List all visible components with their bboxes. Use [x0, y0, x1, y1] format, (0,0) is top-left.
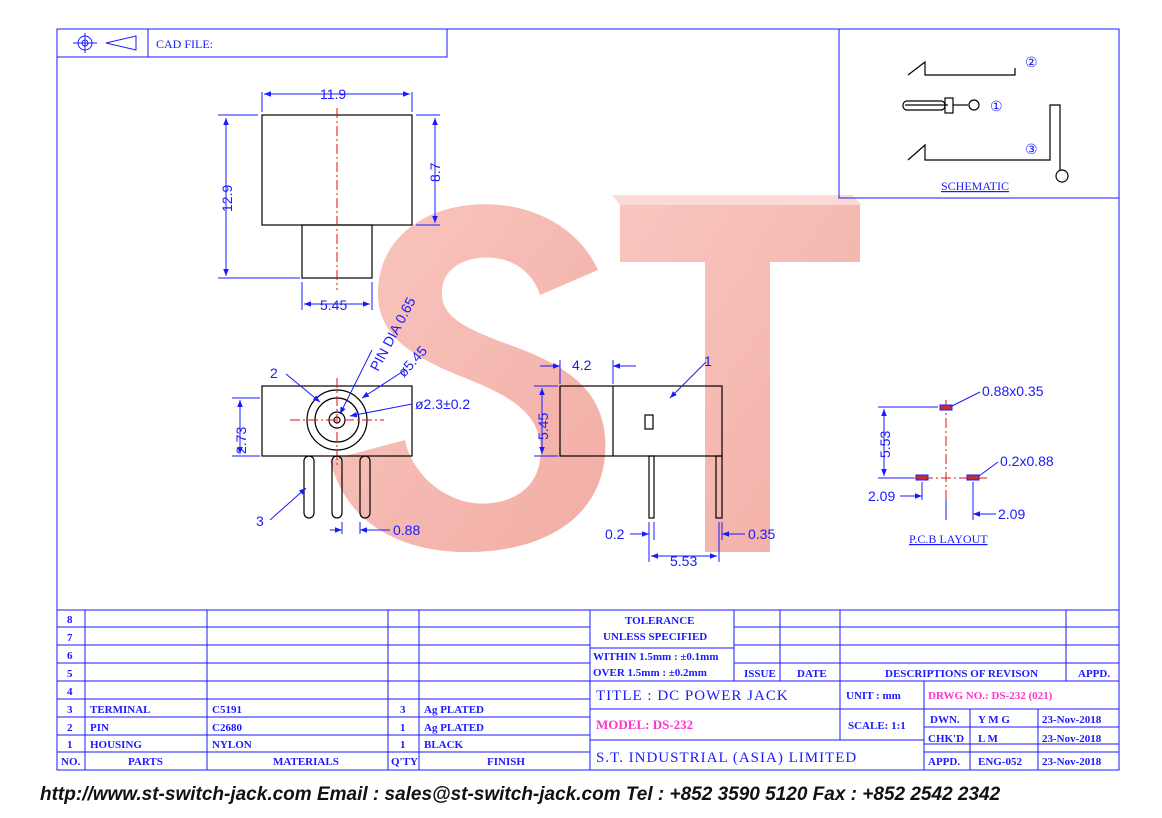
dim-pcb-pad-2: 0.2x0.88 — [1000, 453, 1054, 469]
tolerance-title: TOLERANCE — [625, 615, 694, 627]
cad-file-box: CAD FILE: — [56, 28, 448, 58]
dim-front-height: 2.73 — [233, 427, 249, 454]
chkd-value: L M — [978, 733, 998, 745]
bom-no: 1 — [67, 739, 73, 751]
bom-part: PIN — [90, 722, 109, 734]
callout-3: 3 — [256, 513, 264, 529]
dim-pcb-height: 5.53 — [877, 431, 893, 458]
appd-value: ENG-052 — [978, 756, 1023, 768]
tolerance-unless: UNLESS SPECIFIED — [603, 631, 707, 643]
dim-top-height: 12.9 — [219, 185, 235, 212]
dim-pin-pitch: 0.88 — [393, 522, 420, 538]
contact-footer: http://www.st-switch-jack.com Email : sa… — [40, 784, 1001, 805]
bom-row-number: 5 — [67, 668, 73, 680]
model-label: MODEL: DS-232 — [596, 717, 693, 732]
bom-qty: 1 — [400, 739, 406, 751]
tolerance-over: OVER 1.5mm : ±0.2mm — [593, 667, 707, 679]
dim-side-width: 4.2 — [572, 357, 592, 373]
bom-no: 3 — [67, 704, 73, 716]
appd-label: APPD. — [928, 756, 960, 768]
dim-pcb-pad-1: 0.88x0.35 — [982, 383, 1044, 399]
tolerance-within: WITHIN 1.5mm : ±0.1mm — [593, 651, 719, 663]
chkd-date: 23-Nov-2018 — [1042, 733, 1102, 745]
pcb-layout-label: P.C.B LAYOUT — [909, 532, 988, 546]
schematic-pin-2: ② — [1025, 54, 1038, 70]
tolerance-revision-block: TOLERANCE UNLESS SPECIFIED WITHIN 1.5mm … — [590, 609, 1119, 682]
schematic-box: ② ① ③ SCHEMATIC — [838, 28, 1120, 199]
company-name: S.T. INDUSTRIAL (ASIA) LIMITED — [596, 750, 857, 766]
dim-top-width: 11.9 — [320, 86, 346, 102]
bom-table: 8 7 6 5 4 3 TERMINAL C5191 3 Ag PLATED 2… — [57, 609, 591, 770]
bom-header-no: NO. — [61, 756, 81, 768]
dim-pin-span: 5.53 — [670, 553, 697, 569]
dwn-value: Y M G — [978, 714, 1010, 726]
cad-file-label: CAD FILE: — [156, 37, 213, 51]
bom-header-parts: PARTS — [128, 756, 163, 768]
dim-pcb-right: 2.09 — [998, 506, 1025, 522]
unit-label: UNIT : mm — [846, 690, 901, 702]
bom-finish: Ag PLATED — [424, 722, 484, 734]
dim-top-stem: 5.45 — [320, 297, 347, 313]
bom-row-number: 7 — [67, 632, 73, 644]
bom-material: C2680 — [212, 722, 242, 734]
title-block: TITLE : DC POWER JACK UNIT : mm DRWG NO.… — [590, 681, 1119, 770]
revision-description: DESCRIPTIONS OF REVISON — [885, 668, 1038, 680]
callout-1: 1 — [704, 353, 712, 369]
bom-material: NYLON — [212, 739, 252, 751]
bom-row-number: 8 — [67, 614, 73, 626]
drawing-frame — [56, 28, 1120, 771]
schematic-label: SCHEMATIC — [941, 179, 1009, 193]
appd-date: 23-Nov-2018 — [1042, 756, 1102, 768]
dim-side-height: 5.45 — [535, 413, 551, 440]
revision-appd: APPD. — [1078, 668, 1110, 680]
dim-pcb-left: 2.09 — [868, 488, 895, 504]
side-view: 4.2 5.45 1 0.2 0.35 5.53 — [534, 353, 775, 569]
bom-finish: BLACK — [424, 739, 464, 751]
revision-issue: ISSUE — [744, 668, 776, 680]
dim-pin-width-1: 0.2 — [605, 526, 625, 542]
dim-pin-width-2: 0.35 — [748, 526, 775, 542]
bom-header-materials: MATERIALS — [273, 756, 339, 768]
callout-2: 2 — [270, 365, 278, 381]
dwn-label: DWN. — [930, 714, 960, 726]
bom-qty: 3 — [400, 704, 406, 716]
bom-header-finish: FINISH — [487, 756, 525, 768]
dwn-date: 23-Nov-2018 — [1042, 714, 1102, 726]
bom-part: TERMINAL — [90, 704, 151, 716]
bom-part: HOUSING — [90, 739, 142, 751]
drawing-number: DRWG NO.: DS-232 (021) — [928, 690, 1053, 702]
st-logo-watermark — [330, 195, 862, 553]
schematic-pin-3: ③ — [1025, 141, 1038, 157]
bom-finish: Ag PLATED — [424, 704, 484, 716]
top-view: 11.9 12.9 8.7 5.45 — [218, 86, 443, 313]
bom-header-qty: Q'TY — [391, 756, 418, 768]
revision-date: DATE — [797, 668, 827, 680]
schematic-pin-1: ① — [990, 98, 1003, 114]
bom-qty: 1 — [400, 722, 406, 734]
bom-row-number: 6 — [67, 650, 73, 662]
pcb-layout: 0.88x0.35 0.2x0.88 5.53 2.09 2.09 P.C.B … — [868, 383, 1054, 546]
scale-label: SCALE: 1:1 — [848, 720, 906, 732]
dim-inner-dia: ø2.3±0.2 — [415, 396, 470, 412]
drawing-title: TITLE : DC POWER JACK — [596, 688, 789, 704]
bom-row-number: 4 — [67, 686, 73, 698]
dim-top-body: 8.7 — [427, 162, 443, 182]
chkd-label: CHK'D — [928, 733, 964, 745]
bom-no: 2 — [67, 722, 73, 734]
bom-material: C5191 — [212, 704, 242, 716]
